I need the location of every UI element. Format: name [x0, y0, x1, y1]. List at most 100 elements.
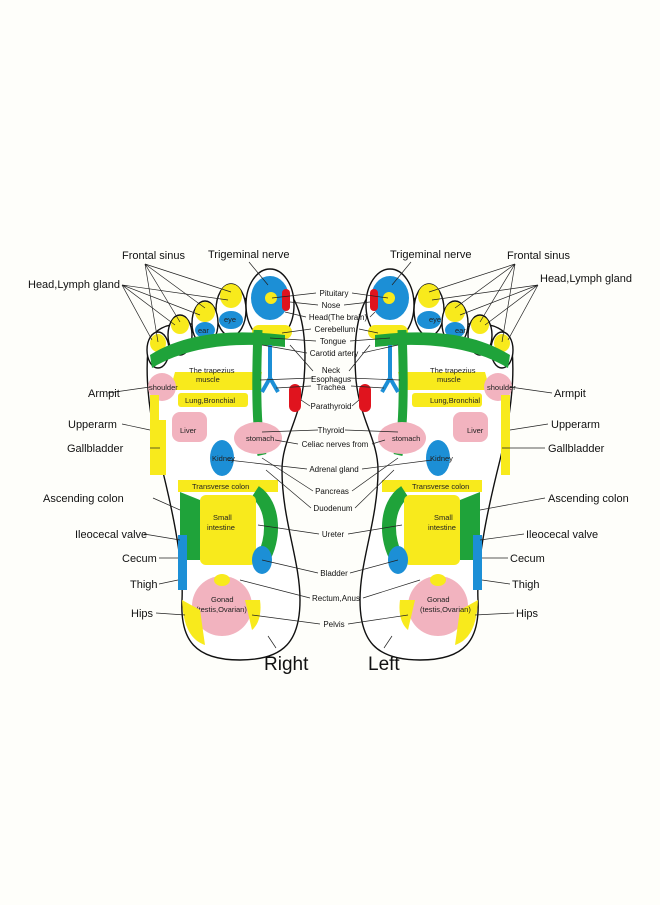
leader-pelvis: [251, 614, 409, 625]
label-head-lymph-right: Head,Lymph gland: [28, 279, 120, 291]
label-duodenum: Duodenum: [313, 504, 352, 513]
leader-ascending-right: [152, 497, 181, 511]
label-thigh-right: Thigh: [130, 579, 158, 591]
label-head-brain: Head(The brain): [309, 313, 368, 322]
label-trigeminal-right: Trigeminal nerve: [208, 249, 290, 261]
right-small-intestine-zone: [200, 495, 256, 565]
left-gonad-label-2: (testis,Ovarian): [420, 605, 471, 614]
right-trapezius-label-1: The trapezius: [189, 366, 235, 375]
label-frontal-sinus-left: Frontal sinus: [507, 250, 570, 262]
left-trapezius-zone: [398, 372, 490, 390]
label-cerebellum: Cerebellum: [315, 325, 356, 334]
label-carotid-artery: Carotid artery: [310, 349, 358, 358]
left-liver-label: Liver: [467, 426, 484, 435]
label-ascending-left: Ascending colon: [548, 493, 629, 505]
left-ear-label: ear: [455, 326, 466, 335]
left-nose-zone: [370, 289, 378, 311]
left-frontal-sinus-3: [445, 302, 465, 322]
left-shoulder-label: shoulder: [487, 383, 516, 392]
right-trapezius-label-2: muscle: [196, 375, 220, 384]
right-small-intestine-label-2: intestine: [207, 523, 235, 532]
label-armpit-right: Armpit: [88, 388, 120, 400]
leader-head-lymph-right: [121, 284, 229, 341]
left-foot: [354, 268, 514, 661]
leader-neck: [289, 344, 371, 372]
right-transverse-colon-zone: [178, 480, 278, 492]
right-ear-zone: [195, 322, 215, 338]
leader-pancreas: [261, 457, 399, 492]
label-parathyroid: Parathyroid: [311, 402, 352, 411]
right-lung-zone: [178, 393, 248, 407]
right-lung-label: Lung,Bronchial: [185, 396, 235, 405]
label-thyroid: Thyroid: [318, 426, 345, 435]
right-hips-zone: [182, 600, 205, 645]
right-rectum-zone: [214, 574, 230, 586]
label-pituitary: Pituitary: [320, 289, 349, 298]
left-lymph-band: [375, 332, 510, 368]
label-hips-left: Hips: [516, 608, 539, 620]
label-thigh-left: Thigh: [512, 579, 540, 591]
right-kidney-label: Kidney: [212, 454, 235, 463]
right-nose-zone: [282, 289, 290, 311]
leader-trigeminal-right: [248, 261, 269, 286]
label-celiac-nerves: Celiac nerves from: [302, 440, 369, 449]
left-frontal-sinus-2: [418, 284, 440, 308]
left-trapezius-label-2: muscle: [437, 375, 461, 384]
leader-thyroid: [261, 429, 399, 433]
right-parathyroid-zone: [289, 384, 301, 412]
leader-thigh-right: [158, 579, 179, 585]
outer-labels: Frontal sinus Trigeminal nerve Head,Lymp…: [28, 249, 632, 620]
leader-frontal-sinus-left: [428, 263, 516, 343]
right-frontal-sinus-4: [171, 316, 189, 334]
leader-hips-left: [474, 612, 515, 616]
leader-upperarm-left: [509, 423, 549, 431]
label-left-foot: Left: [368, 654, 400, 675]
label-tongue: Tongue: [320, 337, 347, 346]
label-neck: Neck: [322, 366, 341, 375]
right-lymph-band: [150, 332, 285, 368]
left-pituitary-zone: [383, 292, 395, 304]
label-rectum-anus: Rectum,Anus: [312, 594, 360, 603]
leader-rectum: [239, 579, 421, 599]
center-labels: Pituitary Nose Head(The brain) Cerebellu…: [302, 289, 369, 629]
left-thigh-zone: [473, 535, 482, 590]
left-kidney-zone: [426, 440, 450, 476]
right-gonad-label-2: (testis,Ovarian): [196, 605, 247, 614]
left-transverse-colon-label: Transverse colon: [412, 482, 469, 491]
label-hips-right: Hips: [131, 608, 154, 620]
left-lung-zone: [412, 393, 482, 407]
label-trigeminal-left: Trigeminal nerve: [390, 249, 472, 261]
leader-trigeminal-left: [391, 261, 412, 286]
label-ileocecal-left: Ileocecal valve: [526, 529, 598, 541]
label-gallbladder-right: Gallbladder: [67, 443, 124, 455]
label-adrenal-gland: Adrenal gland: [309, 465, 358, 474]
label-pelvis: Pelvis: [323, 620, 344, 629]
leader-ureter: [257, 524, 403, 535]
right-upperarm-zone: [150, 395, 159, 475]
label-ureter: Ureter: [322, 530, 345, 539]
label-esophagus: Esophagus: [311, 375, 351, 384]
left-transverse-colon-zone: [382, 480, 482, 492]
leader-carotid: [261, 344, 399, 354]
right-trapezius-zone: [170, 372, 262, 390]
left-frontal-sinus-4: [471, 316, 489, 334]
label-pancreas: Pancreas: [315, 487, 349, 496]
left-ear-zone: [445, 322, 465, 338]
right-small-intestine-label-1: Small: [213, 513, 232, 522]
leader-upperarm-right: [121, 423, 151, 431]
left-small-intestine-zone: [404, 495, 460, 565]
leader-lines: [107, 261, 553, 649]
leader-ascending-left: [479, 497, 546, 511]
right-thigh-zone: [178, 535, 187, 590]
right-gonad-label-1: Gonad: [211, 595, 234, 604]
leader-frontal-sinus-right: [144, 263, 232, 343]
right-pituitary-zone: [265, 292, 277, 304]
leader-hips-right: [155, 612, 186, 616]
leader-ileocecal-left: [479, 533, 525, 541]
leader-celiac: [274, 439, 386, 445]
leader-pituitary: [271, 292, 389, 299]
leader-parathyroid: [300, 399, 360, 407]
left-stomach-label: stomach: [392, 434, 420, 443]
